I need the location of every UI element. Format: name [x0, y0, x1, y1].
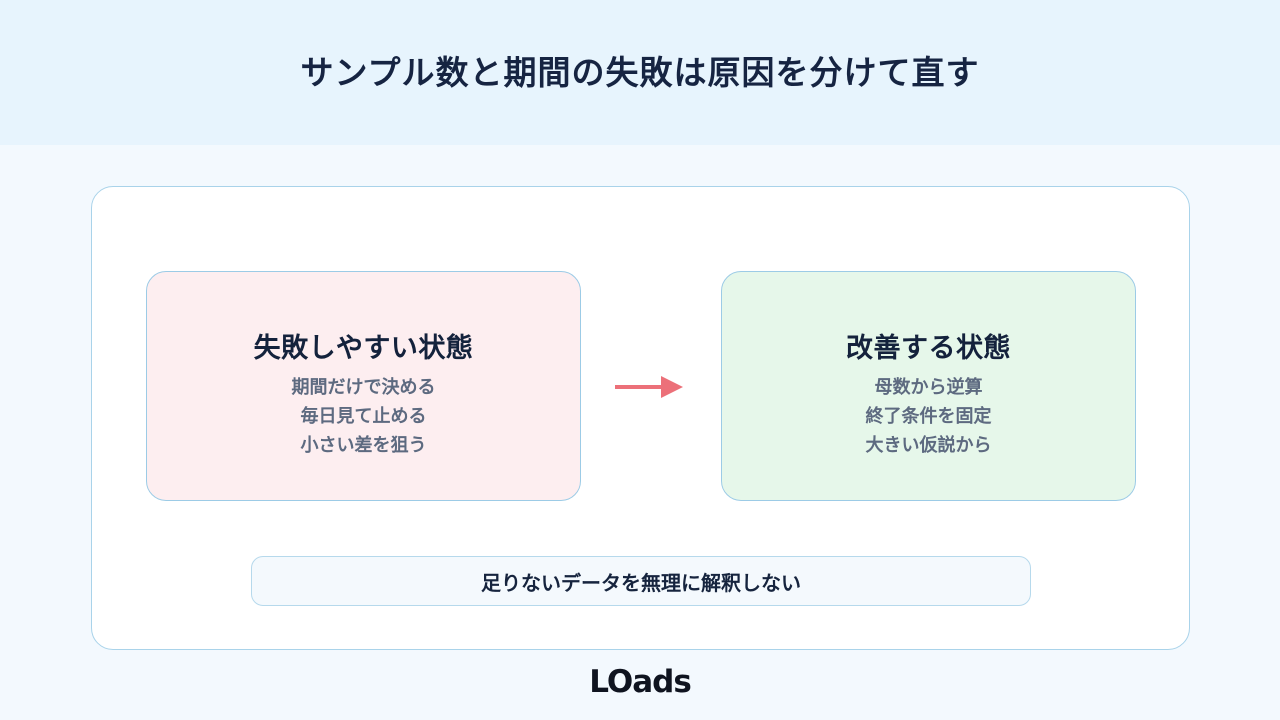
improved-state-item: 母数から逆算: [874, 377, 983, 398]
failure-state-item: 期間だけで決める: [291, 377, 436, 398]
brand-logo: LOads: [589, 664, 692, 700]
summary-note-text: 足りないデータを無理に解釈しない: [481, 570, 801, 595]
failure-state-title: 失敗しやすい状態: [253, 333, 474, 364]
improved-state-box: 改善する状態 母数から逆算 終了条件を固定 大きい仮説から: [721, 271, 1136, 501]
improved-state-item: 終了条件を固定: [865, 406, 992, 427]
improved-state-list: 母数から逆算 終了条件を固定 大きい仮説から: [866, 373, 992, 460]
arrow-right-icon: [615, 376, 683, 398]
summary-note: 足りないデータを無理に解釈しない: [251, 556, 1031, 606]
content-panel: 失敗しやすい状態 期間だけで決める 毎日見て止める 小さい差を狙う 改善する状態…: [91, 186, 1190, 650]
failure-state-list: 期間だけで決める 毎日見て止める 小さい差を狙う: [292, 373, 436, 460]
improved-state-title: 改善する状態: [846, 333, 1011, 364]
failure-state-item: 小さい差を狙う: [300, 435, 427, 456]
improved-state-item: 大きい仮説から: [865, 435, 992, 456]
failure-state-box: 失敗しやすい状態 期間だけで決める 毎日見て止める 小さい差を狙う: [146, 271, 581, 501]
page-title: サンプル数と期間の失敗は原因を分けて直す: [300, 52, 980, 92]
failure-state-item: 毎日見て止める: [300, 406, 427, 427]
header-banner: サンプル数と期間の失敗は原因を分けて直す: [0, 0, 1280, 145]
